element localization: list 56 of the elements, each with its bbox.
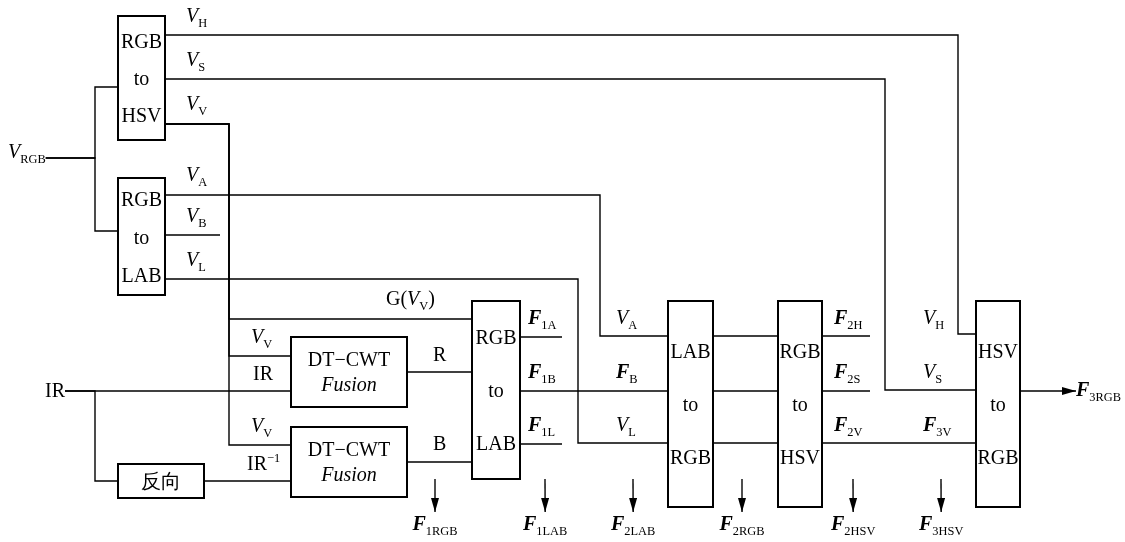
connector-line xyxy=(822,390,871,392)
signal-label: F$_{2HSV}$ xyxy=(831,512,876,539)
signal-label: F$_{1RGB}$ xyxy=(412,512,458,539)
arrow xyxy=(937,478,946,513)
box-text: LAB to RGB xyxy=(669,338,712,470)
connector-line xyxy=(64,390,118,482)
arrow xyxy=(738,478,746,513)
box-text: RGB to LAB xyxy=(120,186,163,288)
box-text: DT−CWT xyxy=(307,347,391,372)
process-box xyxy=(471,300,521,480)
arrow xyxy=(849,478,858,513)
connector-line xyxy=(165,194,668,337)
connector-line xyxy=(822,335,871,337)
signal-label: IR xyxy=(45,379,65,401)
signal-label: F$_{2RGB}$ xyxy=(719,512,765,539)
process-box xyxy=(975,300,1021,508)
connector-line xyxy=(407,371,472,373)
box-text: HSV to RGB xyxy=(977,338,1019,470)
connector-line xyxy=(520,443,563,445)
arrow xyxy=(541,478,550,513)
arrow xyxy=(629,478,638,513)
connector-line xyxy=(713,390,778,392)
connector-line xyxy=(165,34,976,335)
signal-label: F$_{2LAB}$ xyxy=(611,512,656,539)
signal-label: V$_{RGB}$ xyxy=(8,140,46,167)
process-box xyxy=(117,15,166,141)
arrow xyxy=(1020,387,1077,395)
connector-line xyxy=(713,335,778,337)
connector-line xyxy=(520,390,668,392)
connector-line xyxy=(165,234,221,236)
box-text: Fusion xyxy=(321,372,377,397)
signal-label: F$_{3HSV}$ xyxy=(919,512,964,539)
box-text: RGB to LAB xyxy=(475,324,517,456)
box-text: DT−CWT xyxy=(307,437,391,462)
box-text: 反向 xyxy=(141,469,181,493)
connector-line xyxy=(822,442,976,444)
connector-line xyxy=(204,480,291,482)
process-box xyxy=(117,177,166,296)
box-text: RGB to HSV xyxy=(779,338,821,470)
connector-line xyxy=(165,78,976,391)
connector-line xyxy=(713,442,778,444)
connector-line xyxy=(520,336,563,338)
box-text: Fusion xyxy=(321,462,377,487)
arrow xyxy=(431,478,439,513)
process-box xyxy=(667,300,714,508)
connector-line xyxy=(45,157,118,232)
connector-line xyxy=(165,278,668,444)
process-box xyxy=(777,300,823,508)
process-box xyxy=(290,426,408,498)
process-box xyxy=(290,336,408,408)
connector-line xyxy=(165,123,291,446)
signal-label: F$_{1LAB}$ xyxy=(523,512,568,539)
box-text: RGB to HSV xyxy=(120,28,163,128)
signal-label: F$_{3RGB}$ xyxy=(1076,378,1122,405)
connector-line xyxy=(407,461,472,463)
process-box xyxy=(117,463,205,499)
